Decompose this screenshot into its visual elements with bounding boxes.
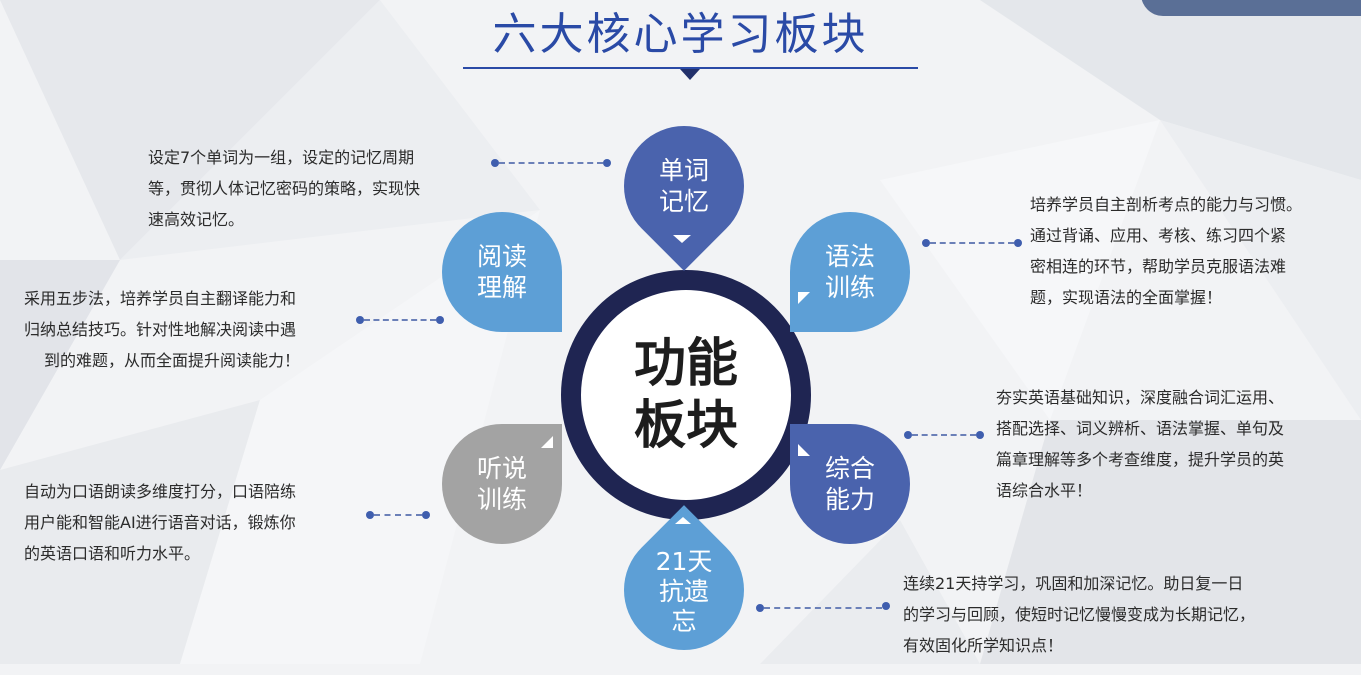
desc-line: 通过背诵、应用、考核、练习四个紧: [1030, 226, 1287, 245]
module-memory21-line3: 忘: [671, 607, 697, 636]
module-grammar-petal: [790, 212, 910, 332]
module-reading-petal: [442, 212, 562, 332]
module-composite-line2: 能力: [824, 485, 875, 514]
desc-line: 有效固化所学知识点！: [903, 636, 1064, 655]
module-composite-label: 综合 能力: [790, 424, 910, 544]
module-reading-line1: 阅读: [476, 242, 527, 271]
module-listening-line2: 训练: [476, 485, 527, 514]
desc-line: 语综合水平！: [996, 481, 1093, 500]
module-word-desc: 设定7个单词为一组，设定的记忆周期 等，贯彻人体记忆密码的策略，实现快 速高效记…: [148, 142, 420, 235]
center-label-line2: 板块: [633, 396, 738, 456]
title-underline: [463, 67, 918, 69]
desc-line: 培养学员自主剖析考点的能力与习惯。: [1030, 195, 1303, 214]
desc-line: 搭配选择、词义辨析、语法掌握、单句及: [996, 419, 1285, 438]
desc-line: 采用五步法，培养学员自主翻译能力和: [24, 289, 297, 308]
connector-grammar-dot: [1014, 239, 1022, 247]
module-grammar-desc: 培养学员自主剖析考点的能力与习惯。 通过背诵、应用、考核、练习四个紧 密相连的环…: [1030, 189, 1302, 313]
desc-line: 等，贯彻人体记忆密码的策略，实现快: [148, 179, 421, 198]
desc-line: 自动为口语朗读多维度打分，口语陪练: [24, 482, 297, 501]
module-grammar-line2: 训练: [824, 273, 875, 302]
module-grammar-line1: 语法: [824, 242, 875, 271]
connector-reading-dot: [356, 316, 364, 324]
module-reading-line2: 理解: [476, 273, 527, 302]
desc-line: 篇章理解等多个考查维度，提升学员的英: [996, 450, 1285, 469]
center-label-line1: 功能: [633, 334, 738, 394]
module-listening-label: 听说 训练: [442, 424, 562, 544]
module-listening-line1: 听说: [476, 454, 527, 483]
module-composite-desc: 夯实英语基础知识，深度融合词汇运用、 搭配选择、词义辨析、语法掌握、单句及 篇章…: [996, 382, 1284, 506]
module-listening-marker-icon: [541, 436, 553, 448]
desc-line: 设定7个单词为一组，设定的记忆周期: [148, 148, 415, 167]
desc-line: 题，实现语法的全面掌握！: [1030, 288, 1223, 307]
connector-composite-line: [912, 434, 976, 436]
module-reading-desc: 采用五步法，培养学员自主翻译能力和 归纳总结技巧。针对性地解决阅读中遇 到的难题…: [24, 283, 300, 376]
module-word-line1: 单词: [658, 156, 709, 185]
module-word-marker-icon: [673, 235, 691, 243]
corner-tab: [1141, 0, 1361, 16]
module-composite-petal: [790, 424, 910, 544]
connector-listening-line: [374, 514, 422, 516]
desc-line: 速高效记忆。: [148, 210, 245, 229]
module-word-line2: 记忆: [658, 187, 709, 216]
connector-word-line: [499, 162, 603, 164]
connector-composite-dot: [904, 431, 912, 439]
module-listening-desc: 自动为口语朗读多维度打分，口语陪练 用户能和智能AI进行语音对话，锻炼你 的英语…: [24, 476, 296, 569]
connector-listening-dot: [422, 511, 430, 519]
connector-reading-dot: [436, 316, 444, 324]
connector-listening-dot: [366, 511, 374, 519]
desc-line: 归纳总结技巧。针对性地解决阅读中遇: [24, 320, 297, 339]
title-arrow-icon: [680, 69, 700, 80]
connector-reading-line: [364, 319, 436, 321]
module-word-label: 单词 记忆: [624, 126, 744, 246]
module-composite-marker-icon: [798, 444, 810, 456]
module-grammar-label: 语法 训练: [790, 212, 910, 332]
desc-line: 连续21天持学习，巩固和加深记忆。助日复一日: [903, 574, 1244, 593]
page-title: 六大核心学习板块: [492, 9, 869, 60]
module-memory21-label: 21天 抗遗 忘: [624, 532, 744, 652]
module-grammar-marker-icon: [798, 292, 810, 304]
center-label: 功能 板块: [561, 270, 811, 520]
connector-grammar-line: [930, 242, 1014, 244]
module-reading-label: 阅读 理解: [442, 212, 562, 332]
module-composite-line1: 综合: [824, 454, 875, 483]
module-memory21-desc: 连续21天持学习，巩固和加深记忆。助日复一日 的学习与回顾，使短时记忆慢慢变成为…: [903, 568, 1255, 661]
desc-line: 用户能和智能AI进行语音对话，锻炼你: [24, 513, 296, 532]
connector-grammar-dot: [922, 239, 930, 247]
desc-line: 密相连的环节，帮助学员克服语法难: [1030, 257, 1287, 276]
desc-line: 到的难题，从而全面提升阅读能力！: [44, 351, 301, 370]
desc-line: 的英语口语和听力水平。: [24, 544, 201, 563]
module-memory21-line2: 抗遗: [658, 577, 709, 606]
desc-line: 的学习与回顾，使短时记忆慢慢变成为长期记忆，: [903, 605, 1256, 624]
connector-word-dot: [491, 159, 499, 167]
connector-memory21-dot: [882, 602, 890, 610]
connector-composite-dot: [976, 431, 984, 439]
connector-memory21-line: [764, 607, 882, 609]
module-memory21-marker-icon: [675, 517, 691, 524]
connector-word-dot: [603, 159, 611, 167]
desc-line: 夯实英语基础知识，深度融合词汇运用、: [996, 388, 1285, 407]
module-memory21-line1: 21天: [655, 547, 713, 576]
connector-memory21-dot: [756, 604, 764, 612]
